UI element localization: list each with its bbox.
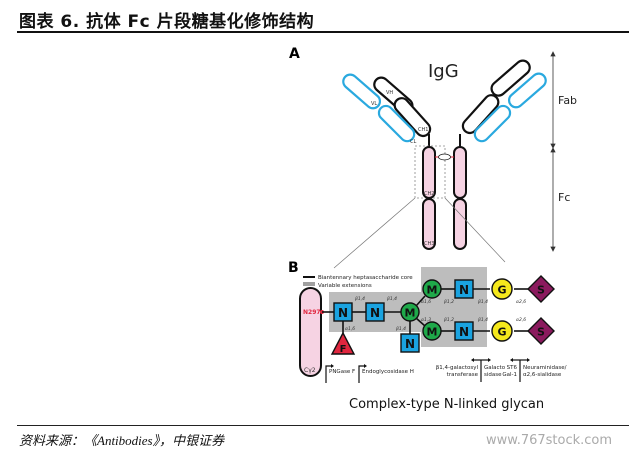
glcnac-core-1: N — [333, 302, 353, 322]
galase-label-2: sidase — [484, 372, 502, 378]
sialic-acid-lower: S — [527, 317, 555, 345]
panel-b-label: B — [288, 260, 299, 276]
right-ch2-domain — [453, 146, 467, 199]
right-ch3-domain — [453, 198, 467, 250]
galactose-upper: G — [491, 278, 513, 300]
svg-text:β1,2: β1,2 — [444, 299, 454, 305]
mannose-a16: M — [422, 279, 442, 299]
right-light-chain — [473, 72, 547, 143]
glcnac-arm-upper: N — [454, 279, 474, 299]
bottom-divider — [17, 425, 629, 426]
svg-text:α1,6: α1,6 — [421, 299, 431, 305]
mannose-a13: M — [422, 321, 442, 341]
svg-text:β1,4: β1,4 — [387, 296, 397, 302]
svg-text:β1,4: β1,4 — [478, 299, 488, 305]
enzyme-markers — [325, 359, 528, 383]
ch3-label: CH3 — [424, 241, 434, 247]
svg-text:β1,4: β1,4 — [355, 296, 365, 302]
vl-label: VL — [371, 101, 377, 107]
neu-label-2: α2,6-sialidase — [523, 372, 562, 378]
svg-text:M: M — [427, 326, 438, 339]
ch1-label: CH1 — [418, 127, 428, 133]
left-fab — [373, 76, 432, 138]
svg-text:β1,4: β1,4 — [396, 326, 406, 332]
vh-label: VH — [386, 90, 393, 96]
svg-text:N: N — [405, 337, 415, 351]
svg-text:α2,6: α2,6 — [516, 317, 526, 323]
left-light-chain — [342, 73, 416, 143]
left-vl-domain — [342, 73, 382, 110]
legend-core-label: Biantennary heptasaccharide core — [318, 275, 413, 281]
zoom-line-right — [444, 197, 506, 263]
st6-label-2: Gal-1 — [502, 372, 517, 378]
fc-region — [422, 146, 467, 250]
svg-text:M: M — [405, 307, 416, 320]
glycan-caption: Complex-type N-linked glycan — [349, 397, 544, 412]
zoom-line-left — [333, 197, 416, 269]
galase-label-1: Galacto — [484, 365, 506, 371]
svg-text:β1,2: β1,2 — [444, 317, 454, 323]
bisecting-glcnac: N — [400, 333, 420, 353]
hinge-glycan-oval — [438, 153, 451, 161]
svg-text:N: N — [370, 306, 380, 320]
watermark: www.767stock.com — [486, 433, 613, 448]
glcnac-core-2: N — [365, 302, 385, 322]
galt-label-1: β1,4-galactosyl — [436, 365, 479, 371]
n297-label: N297 — [303, 309, 321, 316]
svg-text:α1,6: α1,6 — [345, 326, 355, 332]
svg-text:β1,4: β1,4 — [478, 317, 488, 323]
igg-title: IgG — [428, 61, 459, 82]
source-note: 资料来源：《Antibodies》，中银证券 — [19, 433, 225, 448]
svg-text:S: S — [537, 326, 545, 339]
svg-text:G: G — [497, 284, 506, 297]
linkage-labels: β1,4 β1,4 α1,6 β1,4 α1,6 α1,3 β1,2 β1,2 … — [345, 296, 526, 332]
st6-label-1: ST6 — [507, 365, 518, 371]
ch2-label: CH2 — [424, 191, 434, 197]
svg-text:α2,6: α2,6 — [516, 299, 526, 305]
svg-text:G: G — [497, 326, 506, 339]
top-divider — [17, 31, 629, 33]
svg-text:α1,3: α1,3 — [421, 317, 431, 323]
figure-title: 图表 6. 抗体 Fc 片段糖基化修饰结构 — [19, 12, 315, 32]
cy2-domain — [299, 287, 322, 377]
svg-text:N: N — [338, 306, 348, 320]
svg-text:S: S — [537, 284, 545, 297]
glcnac-arm-lower: N — [454, 321, 474, 341]
neu-label-1: Neuraminidase/ — [523, 365, 567, 371]
svg-text:F: F — [340, 344, 347, 355]
svg-text:N: N — [459, 283, 469, 297]
glycan-bonds — [322, 288, 528, 334]
svg-text:N: N — [459, 325, 469, 339]
legend-ext-label: Variable extensions — [318, 283, 372, 289]
enzyme-labels: PNGase F Endoglycosidase H β1,4-galactos… — [329, 365, 567, 378]
fc-label: Fc — [558, 191, 570, 204]
panel-a-label: A — [289, 46, 300, 62]
svg-text:M: M — [427, 284, 438, 297]
region-scale — [550, 51, 556, 252]
cl-label: CL — [410, 139, 416, 145]
pngase-label: PNGase F — [329, 369, 355, 375]
left-ch1-domain — [393, 97, 432, 138]
fucose: F — [330, 331, 356, 355]
right-vl-domain — [507, 72, 547, 109]
galt-label-2: transferase — [447, 372, 479, 378]
mannose-core: M — [400, 302, 420, 322]
cy2-label: Cγ2 — [304, 367, 316, 374]
endoh-label: Endoglycosidase H — [362, 369, 414, 375]
galactose-lower: G — [491, 320, 513, 342]
sialic-acid-upper: S — [527, 275, 555, 303]
fab-label: Fab — [558, 94, 577, 107]
left-ch3-domain — [422, 198, 436, 250]
